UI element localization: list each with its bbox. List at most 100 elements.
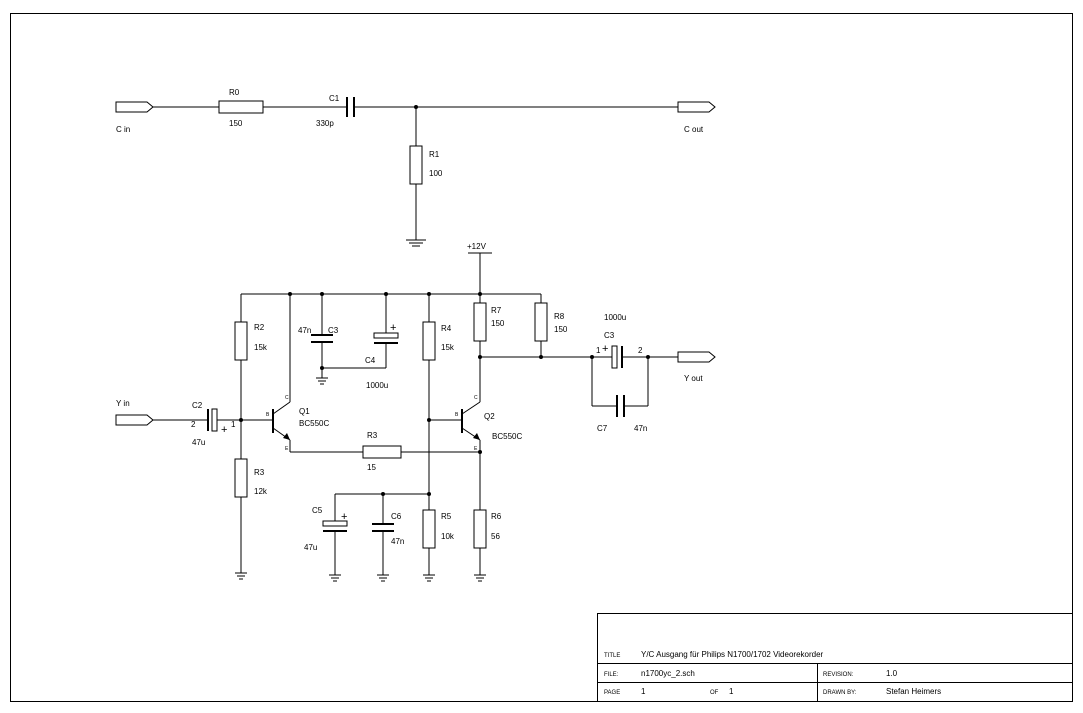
- c3-value: 47n: [298, 326, 311, 335]
- supply-label: +12V: [467, 242, 487, 251]
- r3-value: 12k: [254, 487, 268, 496]
- c-path: C in R0 150 C1 330p C out R1 100: [115, 88, 716, 247]
- capacitor-c4: [373, 332, 399, 344]
- transistor-q1: [272, 401, 291, 441]
- q1-pin-c: C: [285, 395, 289, 401]
- c7-ref: C7: [597, 424, 608, 433]
- title-block: TITLE Y/C Ausgang für Philips N1700/1702…: [597, 613, 1073, 702]
- transistor-q2: [461, 401, 481, 441]
- c3-ref: C3: [328, 326, 339, 335]
- file-label: FILE:: [604, 672, 619, 678]
- resistor-r3-link: [362, 445, 402, 459]
- supply-rail: +12V: [241, 242, 541, 296]
- c2-pin2: 2: [191, 420, 196, 429]
- capacitor-c2: [207, 408, 218, 432]
- q1-pin-e: E: [285, 446, 289, 452]
- ground-symbol: [423, 574, 435, 582]
- c-in-label: C in: [116, 125, 130, 134]
- c4-ref: C4: [365, 356, 376, 365]
- q2-pin-e: E: [474, 446, 478, 452]
- resistor-r4: [422, 321, 436, 361]
- c3-output-value: 1000u: [604, 313, 626, 322]
- ground-symbol: [474, 574, 486, 582]
- q2-pin-b: B: [455, 412, 459, 418]
- of-value: 1: [729, 687, 734, 696]
- title-label: TITLE: [604, 653, 620, 659]
- c5-ref: C5: [312, 506, 323, 515]
- c-in-port: [115, 101, 154, 113]
- page-label: PAGE: [604, 690, 620, 696]
- r5-value: 10k: [441, 532, 455, 541]
- c1-ref: C1: [329, 94, 340, 103]
- r7-value: 150: [491, 319, 505, 328]
- c7-value: 47n: [634, 424, 647, 433]
- c4-plus: +: [390, 322, 396, 334]
- resistor-r3: [234, 458, 248, 498]
- r4-value: 15k: [441, 343, 455, 352]
- resistor-r5: [422, 509, 436, 549]
- r2-ref: R2: [254, 323, 265, 332]
- r1-ref: R1: [429, 150, 440, 159]
- title-value: Y/C Ausgang für Philips N1700/1702 Video…: [641, 650, 824, 659]
- ground-symbol: [329, 574, 341, 582]
- r3-ref: R3: [254, 468, 265, 477]
- capacitor-c7: [616, 395, 625, 417]
- r0-ref: R0: [229, 88, 240, 97]
- r2-value: 15k: [254, 343, 268, 352]
- ground-symbol: [235, 572, 247, 580]
- c2-plus: +: [221, 424, 227, 436]
- resistor-r1: [409, 145, 423, 185]
- resistor-r0: [218, 100, 264, 114]
- resistor-r6: [473, 509, 487, 549]
- capacitor-c1: [346, 97, 355, 117]
- q2-ref: Q2: [484, 412, 495, 421]
- c5-value: 47u: [304, 543, 317, 552]
- q1-value: BC550C: [299, 419, 329, 428]
- drawn-by-label: DRAWN BY:: [823, 690, 857, 696]
- r1-value: 100: [429, 169, 443, 178]
- r3-link-ref: R3: [367, 431, 378, 440]
- c2-pin1: 1: [231, 420, 236, 429]
- page-value: 1: [641, 687, 646, 696]
- revision-value: 1.0: [886, 669, 898, 678]
- stage-1: R2 15k R3 12k Y in C2 47u 2 1 +: [115, 294, 480, 580]
- c3-output-plus: +: [602, 343, 608, 355]
- capacitor-c3: [311, 334, 333, 343]
- r4-ref: R4: [441, 324, 452, 333]
- c3-output-ref: C3: [604, 331, 615, 340]
- resistor-r2: [234, 321, 248, 361]
- y-out-label: Y out: [684, 374, 703, 383]
- c3-output-pin1: 1: [596, 346, 601, 355]
- c-out-label: C out: [684, 125, 704, 134]
- y-out-port: [677, 351, 716, 363]
- c2-value: 47u: [192, 438, 205, 447]
- c3-output-pin2: 2: [638, 346, 643, 355]
- c6-value: 47n: [391, 537, 404, 546]
- output-stage: R7 150 R8 150 1000u C3 + 1 2 C7: [473, 294, 716, 433]
- c1-value: 330p: [316, 119, 334, 128]
- c2-ref: C2: [192, 401, 203, 410]
- r8-ref: R8: [554, 312, 565, 321]
- r6-value: 56: [491, 532, 500, 541]
- r5-ref: R5: [441, 512, 452, 521]
- resistor-r8: [534, 302, 548, 342]
- ground-symbol: [406, 239, 426, 247]
- resistor-r7: [473, 302, 487, 342]
- ground-symbol: [316, 377, 328, 385]
- file-value: n1700yc_2.sch: [641, 669, 695, 678]
- r3-link-value: 15: [367, 463, 376, 472]
- stage-2: R4 15k Q2 BC550C B C E R5 10k R6: [304, 294, 522, 582]
- sheet-border: [10, 13, 1073, 702]
- q2-pin-c: C: [474, 395, 478, 401]
- c6-ref: C6: [391, 512, 402, 521]
- y-in-port: [115, 414, 154, 426]
- revision-label: REVISION:: [823, 672, 854, 678]
- r6-ref: R6: [491, 512, 502, 521]
- r7-ref: R7: [491, 306, 502, 315]
- q1-ref: Q1: [299, 407, 310, 416]
- drawn-by-value: Stefan Heimers: [886, 687, 941, 696]
- ground-symbol: [377, 574, 389, 582]
- y-in-label: Y in: [116, 399, 130, 408]
- r0-value: 150: [229, 119, 243, 128]
